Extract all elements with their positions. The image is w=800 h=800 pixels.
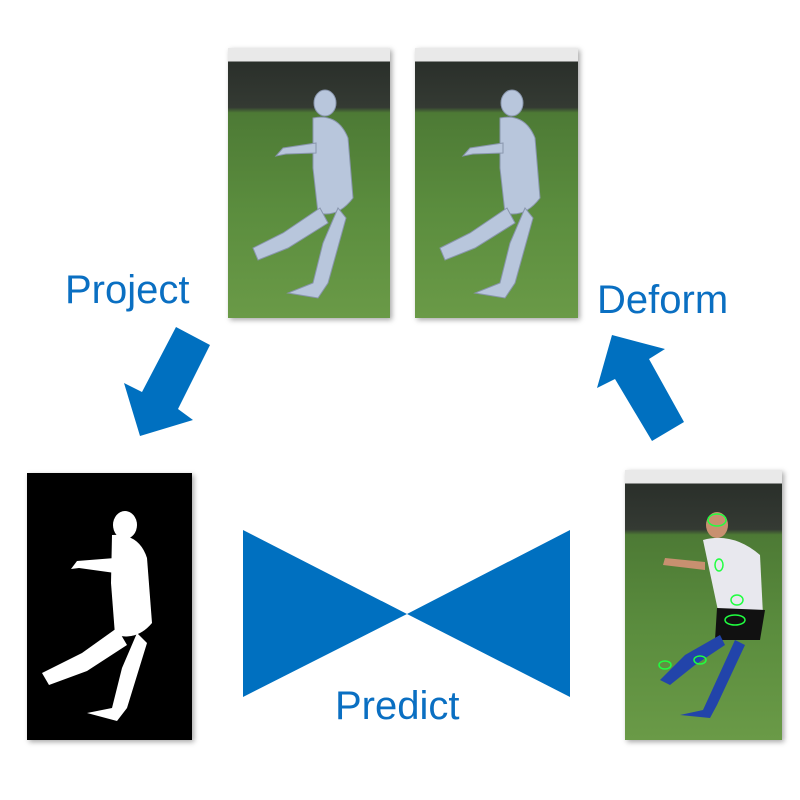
body-mesh-figure — [252, 89, 354, 299]
encoder-triangle — [243, 530, 407, 697]
project-label: Project — [65, 268, 190, 312]
silhouette-image — [27, 473, 192, 740]
project-arrow — [124, 327, 210, 436]
deform-label: Deform — [597, 278, 729, 322]
mesh-deformed-image — [415, 48, 578, 318]
body-mesh-figure — [439, 89, 541, 299]
predict-label: Predict — [335, 684, 460, 728]
keypoints-image — [625, 470, 782, 740]
silhouette-figure — [42, 511, 152, 721]
mesh-projection-image — [228, 48, 390, 318]
decoder-triangle — [407, 530, 570, 697]
deform-arrow — [597, 335, 684, 441]
player-figure — [658, 512, 765, 718]
